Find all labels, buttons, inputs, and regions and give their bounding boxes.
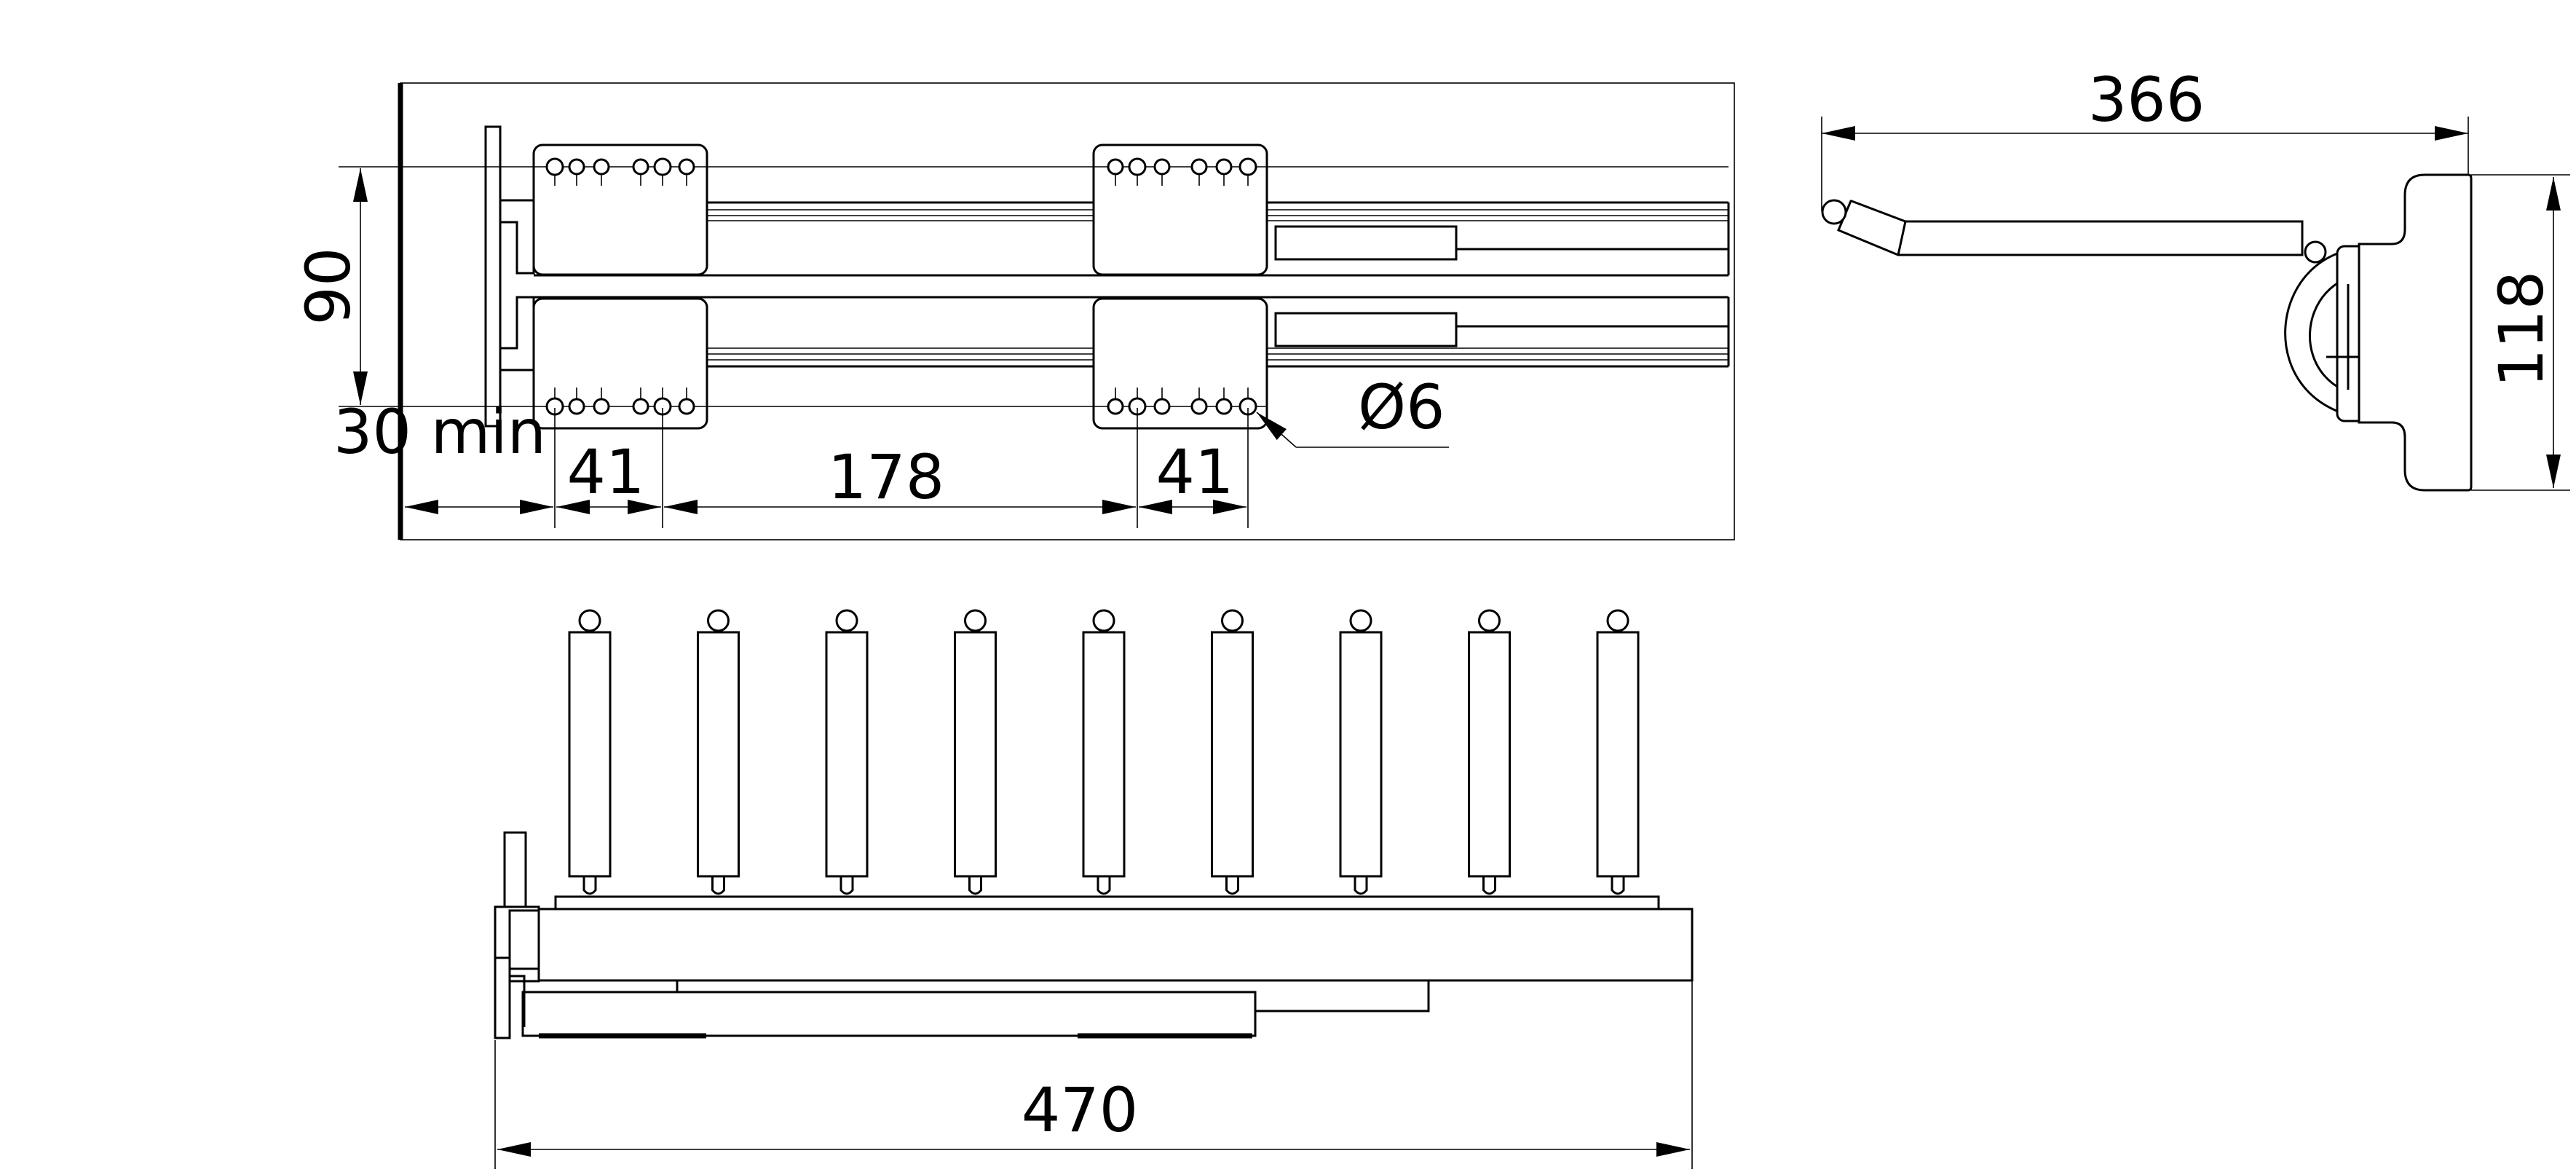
hanger-knob <box>1606 609 1629 632</box>
hole-diameter-label: Ø6 <box>1358 371 1445 443</box>
hanger-rod-body <box>1596 631 1640 878</box>
hanger-rod <box>1211 609 1254 895</box>
dim-middle-span-label: 178 <box>828 441 944 513</box>
side-view: 366 118 <box>1821 64 2570 492</box>
side-back-plate <box>2358 173 2473 492</box>
plate-bracket <box>500 199 535 275</box>
hanger-arm <box>1837 200 2304 256</box>
dim-min-offset-label: 30 min <box>333 396 546 468</box>
front-top-rail <box>554 895 1660 911</box>
dim-extension-lines <box>554 408 1249 528</box>
hole-diameter-leader-arrow <box>1256 412 1297 448</box>
hanger-stem <box>1611 876 1625 895</box>
hanger-rod-body <box>825 631 869 878</box>
hanger-rod <box>825 609 869 895</box>
mounting-holes <box>545 157 1257 416</box>
hanger-rod-body <box>1339 631 1383 878</box>
hanger-rod <box>954 609 997 895</box>
top-view: 90 30 min 41 178 41 Ø6 <box>293 82 1735 540</box>
hanger-rod-body <box>954 631 997 878</box>
hanger-rod-body <box>568 631 612 878</box>
hanger-stem <box>839 876 854 895</box>
hanger-knob <box>1092 609 1115 632</box>
hanger-rod-body <box>697 631 740 878</box>
hanger-stem <box>582 876 597 895</box>
hanger-knob <box>964 609 987 632</box>
hanger-stem <box>968 876 982 895</box>
dim-spacing-left-label: 41 <box>567 436 645 508</box>
dim-spacing-right-label: 41 <box>1156 436 1234 508</box>
side-bracket-loop <box>2284 246 2371 420</box>
hanger-knob <box>707 609 730 632</box>
hanger-tip-knob <box>1821 199 1847 225</box>
front-inner-slide <box>521 991 1257 1037</box>
hanger-rod <box>568 609 612 895</box>
dim-side-height-label: 118 <box>2486 271 2557 388</box>
hanger-stem <box>711 876 725 895</box>
dim-length-label: 366 <box>2088 64 2205 135</box>
hanger-rod <box>1596 609 1640 895</box>
hanger-stem <box>1354 876 1368 895</box>
hanger-stem <box>1097 876 1111 895</box>
hanger-knob <box>1221 609 1244 632</box>
dim-width-label: 470 <box>1022 1074 1138 1146</box>
hanger-rod-body <box>1211 631 1254 878</box>
hanger-stem <box>1482 876 1496 895</box>
hanger-knob <box>1349 609 1372 632</box>
front-wall-bracket-post <box>503 831 527 908</box>
front-view: 470 <box>494 609 1694 1169</box>
hanger-rod-body <box>1468 631 1511 878</box>
hanger-rod <box>697 609 740 895</box>
hanger-knob <box>1478 609 1501 632</box>
hanger-stem <box>1225 876 1239 895</box>
front-main-beam <box>537 908 1694 982</box>
mounting-plate <box>484 125 502 428</box>
front-wall-bracket-tab <box>494 956 511 1039</box>
hanger-knob <box>835 609 858 632</box>
hanger-rod <box>1468 609 1511 895</box>
hanger-rod-body <box>1082 631 1126 878</box>
hanger-rods <box>568 609 1640 895</box>
hanger-rod <box>1082 609 1126 895</box>
dim-height-label: 90 <box>293 248 364 326</box>
upper-rail <box>534 201 1730 277</box>
hanger-knob <box>578 609 601 632</box>
hanger-rod <box>1339 609 1383 895</box>
plate-bracket-lower <box>500 296 535 371</box>
